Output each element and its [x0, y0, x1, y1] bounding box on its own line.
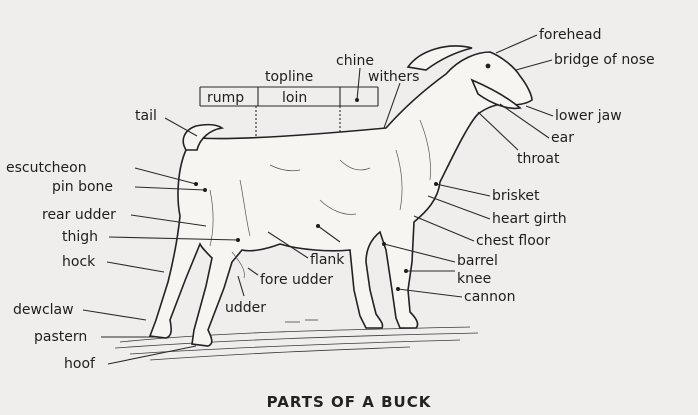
- label-chine: chine: [336, 53, 374, 69]
- label-knee: knee: [457, 271, 491, 287]
- label-heart-girth: heart girth: [492, 211, 567, 227]
- label-pin-bone: pin bone: [52, 179, 113, 195]
- label-flank: flank: [310, 252, 345, 268]
- label-hoof: hoof: [64, 356, 96, 372]
- label-tail: tail: [135, 108, 157, 124]
- label-thigh: thigh: [62, 229, 98, 245]
- label-escutcheon: escutcheon: [6, 160, 87, 176]
- label-udder: udder: [225, 300, 266, 316]
- label-topline: topline: [265, 69, 313, 85]
- label-ear: ear: [551, 130, 574, 146]
- label-bridge-of-nose: bridge of nose: [554, 52, 655, 68]
- label-pastern: pastern: [34, 329, 87, 345]
- label-loin: loin: [282, 90, 307, 106]
- label-withers: withers: [368, 69, 419, 85]
- eye: [486, 64, 491, 69]
- label-lower-jaw: lower jaw: [555, 108, 622, 124]
- label-throat: throat: [517, 151, 560, 167]
- label-rear-udder: rear udder: [42, 207, 116, 223]
- label-dewclaw: dewclaw: [13, 302, 74, 318]
- label-brisket: brisket: [492, 188, 540, 204]
- diagram-title: PARTS OF A BUCK: [267, 393, 432, 411]
- label-hock: hock: [62, 254, 96, 270]
- label-forehead: forehead: [539, 27, 602, 43]
- label-chest-floor: chest floor: [476, 233, 550, 249]
- label-cannon: cannon: [464, 289, 515, 305]
- label-barrel: barrel: [457, 253, 498, 269]
- label-fore-udder: fore udder: [260, 272, 333, 288]
- label-rump: rump: [207, 90, 244, 106]
